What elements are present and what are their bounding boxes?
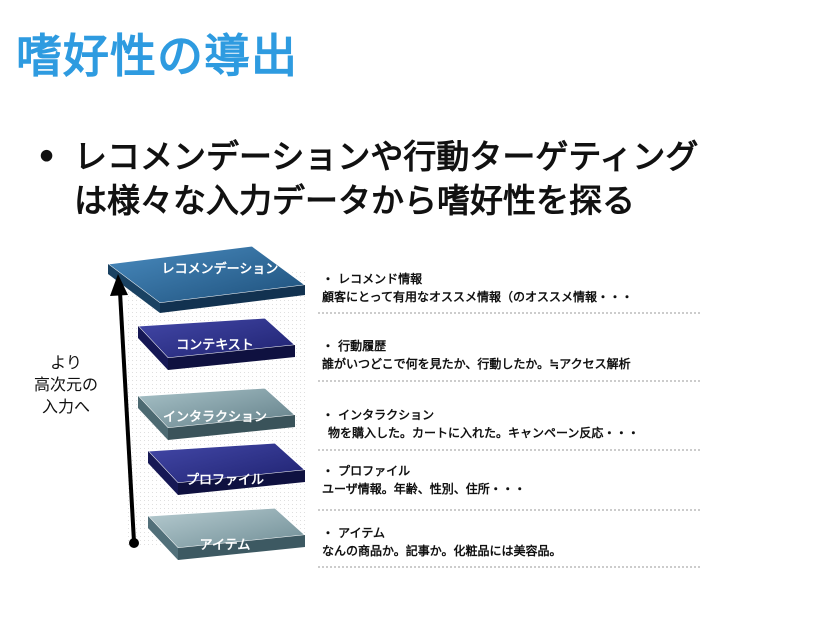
- desc-title-context: ・ 行動履歴: [322, 339, 387, 353]
- side-label-line-1: より: [50, 353, 82, 372]
- bullet-point: • レコメンデーションや行動ターゲティング は様々な入力データから嗜好性を探る: [36, 135, 796, 223]
- side-label-line-3: 入力へ: [41, 397, 90, 416]
- layer-label-recommendation: レコメンデーション: [161, 261, 279, 276]
- desc-body-item: なんの商品か。記事か。化粧品には美容品。: [322, 544, 562, 558]
- desc-title-recommendation: ・ レコメンド情報: [322, 272, 423, 286]
- bullet-line-1: レコメンデーションや行動ターゲティング: [74, 137, 699, 176]
- layer-label-profile: プロファイル: [185, 472, 264, 487]
- desc-title-profile: ・ プロファイル: [322, 464, 411, 478]
- desc-body-recommendation: 顧客にとって有用なオススメ情報（のオススメ情報・・・: [322, 290, 634, 304]
- layer-interaction: [136, 387, 297, 440]
- desc-body-interaction: 物を購入した。カートに入れた。キャンペーン反応・・・: [328, 426, 640, 440]
- layer-item: [146, 507, 307, 560]
- upward-arrow-head: [110, 274, 128, 296]
- higher-dimension-label: より 高次元の 入力へ: [20, 352, 112, 418]
- desc-title-interaction: ・ インタラクション: [322, 408, 435, 422]
- desc-body-context: 誰がいつどこで何を見たか、行動したか。≒アクセス解析: [322, 357, 631, 371]
- layer-recommendation: [106, 245, 307, 313]
- side-label-line-2: 高次元の: [33, 375, 98, 394]
- slide-title: 嗜好性の導出: [16, 29, 298, 83]
- layer-profile: [146, 442, 307, 495]
- layer-context: [136, 317, 297, 370]
- upward-arrow-line: [118, 291, 136, 543]
- bullet-line-2: は様々な入力データから嗜好性を探る: [74, 181, 635, 220]
- arrow-origin-dot: [129, 538, 139, 548]
- desc-title-item: ・ アイテム: [322, 526, 385, 540]
- layer-label-context: コンテキスト: [176, 337, 254, 352]
- layer-label-item: アイテム: [199, 537, 251, 552]
- bullet-marker: •: [36, 137, 58, 176]
- layer-label-interaction: インタラクション: [162, 409, 267, 424]
- desc-body-profile: ユーザ情報。年齢、性別、住所・・・: [322, 482, 526, 496]
